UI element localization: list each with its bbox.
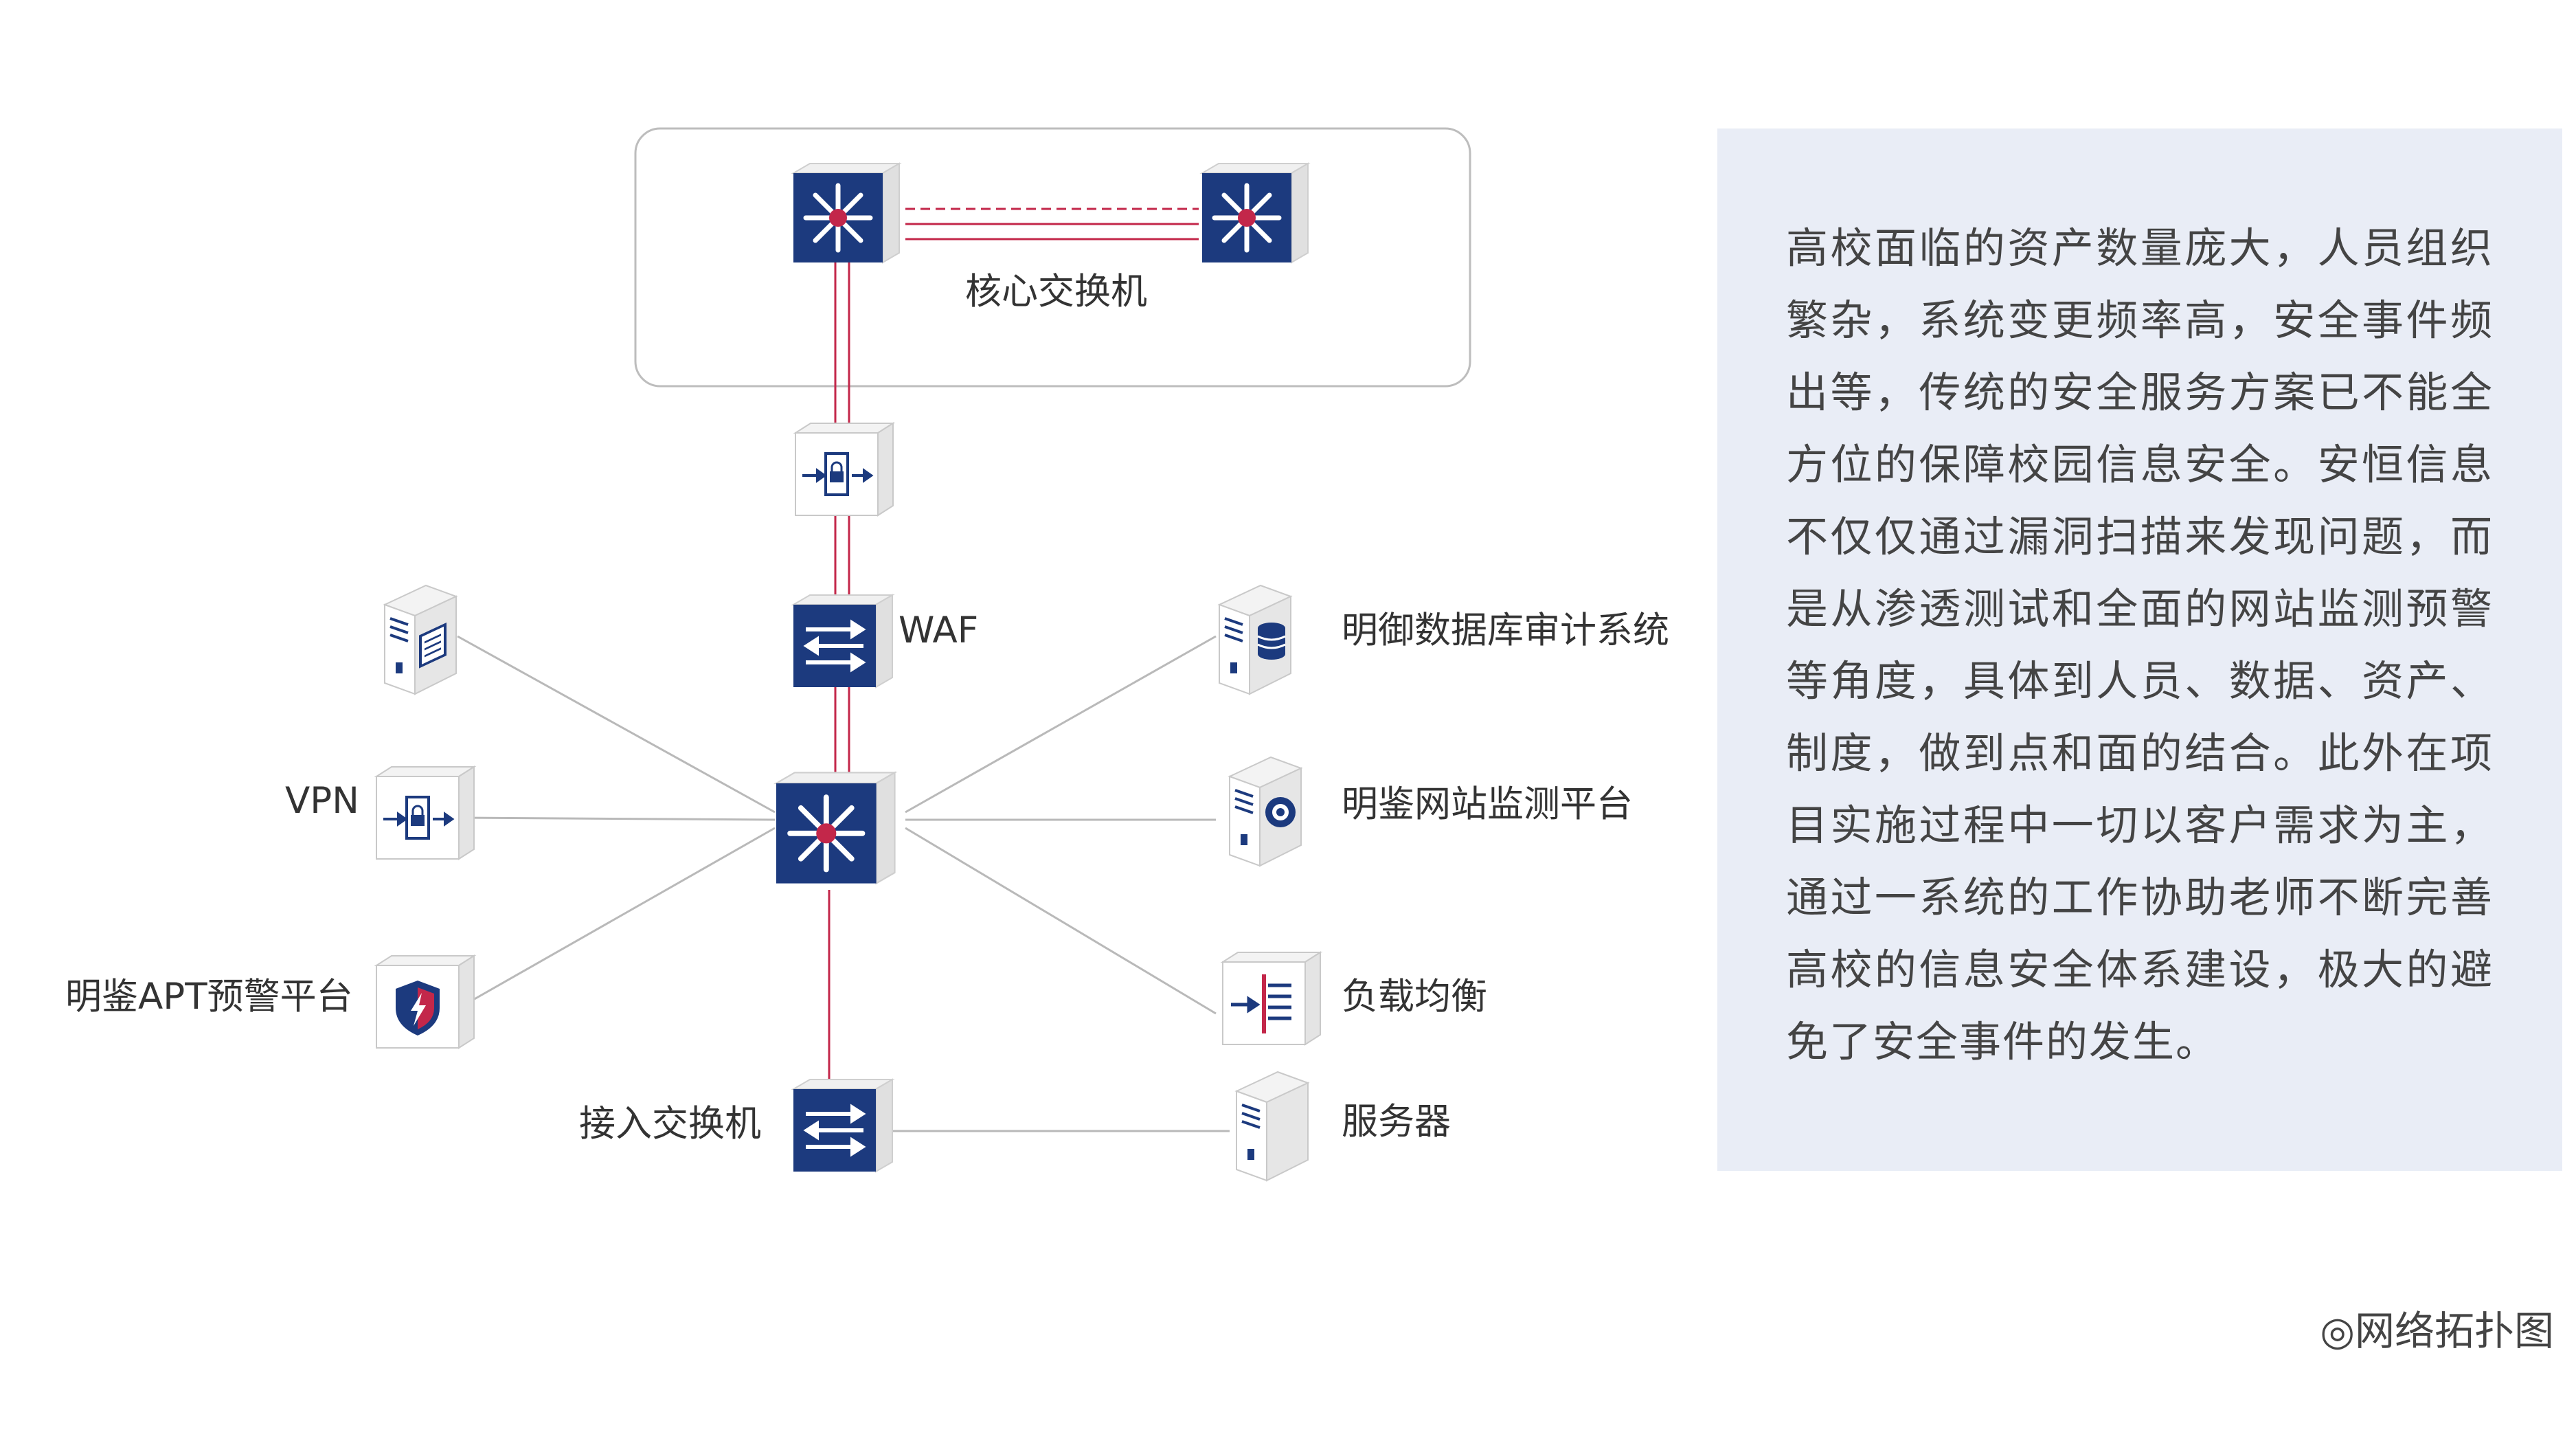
db-audit-node [1218,584,1292,695]
vpn-label: VPN [285,780,359,822]
uplink-red-link [834,262,850,776]
waf-label: WAF [899,609,978,651]
web-monitor-node [1228,756,1302,867]
core-interconnect-link [905,208,1199,240]
server-node [1235,1071,1309,1182]
access-switch-icon [793,1079,892,1172]
web-monitor-label: 明鉴网站监测平台 [1342,783,1633,825]
server-label: 服务器 [1342,1101,1451,1143]
load-balancer-label: 负载均衡 [1342,976,1487,1018]
db-audit-label: 明御数据库审计系统 [1342,609,1669,651]
figure-caption: ◎网络拓扑图 [2320,1308,2554,1354]
apt-label: 明鉴APT预警平台 [65,976,353,1018]
core-switch-group-frame [634,127,1471,388]
vpn-icon [375,765,475,860]
apt-shield-node [376,955,475,1049]
access-switch-label: 接入交换机 [579,1103,761,1145]
waf-switch-icon [793,595,892,687]
core-switch-label: 核心交换机 [965,271,1147,313]
document-server-node [383,584,457,695]
core-switch-right-icon [1202,164,1308,262]
central-switch-icon [776,772,894,883]
description-text: 高校面临的资产数量庞大，人员组织繁杂，系统变更频率高，安全事件频出等，传统的安全… [1786,224,2494,1066]
core-switch-left-icon [793,164,899,262]
peripheral-links [457,635,1230,1132]
description-panel: 高校面临的资产数量庞大，人员组织繁杂，系统变更频率高，安全事件频出等，传统的安全… [1717,128,2562,1171]
firewall-icon [794,422,894,517]
load-balancer-node [1222,952,1321,1045]
